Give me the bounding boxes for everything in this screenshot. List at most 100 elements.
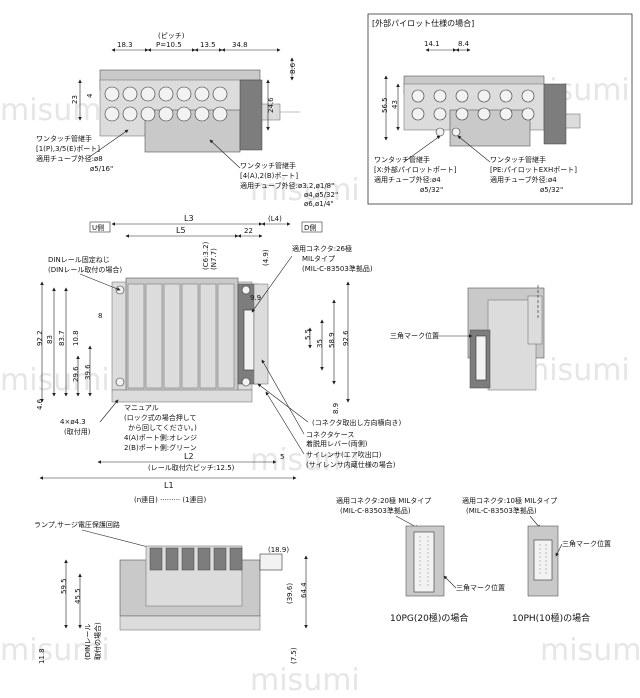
ext-dim-56-5: 56.5: [381, 97, 389, 113]
dim-10-8: 10.8: [72, 330, 80, 346]
ext-left-1: ワンタッチ管継手: [374, 155, 430, 164]
ext-left-4: ø5/32": [420, 186, 443, 194]
manual-label-4: 4(A)ポート側:オレンジ: [124, 433, 197, 442]
mount-holes: 4×ø4.3: [60, 418, 86, 426]
top-left-label-4: ø5/16": [90, 165, 113, 173]
dim-45-5: 45.5: [74, 588, 82, 604]
pitch-label: (ピッチ): [158, 32, 185, 40]
dim-c6: (C6:3.2): [202, 241, 210, 270]
c20-caption: 10PG(20極)の場合: [390, 612, 468, 624]
ext-right-3: 適用チューブ外径:ø4: [490, 175, 557, 184]
dim-8-6: 8.6: [289, 62, 297, 74]
manual-label-2: (ロック式の場合押して: [124, 413, 197, 422]
dim-n7: (N7.7): [210, 248, 218, 270]
ext-right-4: ø5/32": [540, 186, 563, 194]
right-label-1: (コネクタ取出し方向横向き): [312, 418, 401, 427]
dim-5-5: 5.5: [304, 329, 312, 340]
dim-34-8: 34.8: [232, 41, 248, 49]
dim-L2: L2: [184, 452, 194, 461]
connector-label-3: (MIL-C-83503準拠品): [302, 264, 373, 273]
top-view: 18.3 (ピッチ) P=10.5 13.5 34.8 23 4 8.6 24.…: [36, 32, 338, 208]
pitch-label-rail: (レール取付穴ピッチ:12.5): [148, 463, 235, 472]
lamp-label: ランプ,サージ電圧保護回路: [34, 520, 120, 529]
top-right-label-1: ワンタッチ管継手: [240, 161, 296, 170]
dim-L5: L5: [176, 226, 186, 235]
top-right-label-5: ø6,ø1/4": [304, 200, 334, 208]
stations-label: (n連目) ········· (1連目): [134, 495, 207, 504]
u-side-label: U側: [92, 223, 104, 232]
watermark: misumi: [540, 633, 640, 668]
top-left-label-1: ワンタッチ管継手: [36, 134, 92, 143]
ext-right-1: ワンタッチ管継手: [490, 155, 546, 164]
connector-label-1: 適用コネクタ:26極: [292, 244, 352, 253]
watermark: misumi: [250, 663, 360, 698]
c20-label-2: (MIL-C-83503準拠品): [340, 506, 411, 515]
external-pilot-title: [外部パイロット仕様の場合]: [372, 18, 474, 28]
bottom-view: (n連目) ········· (1連目) ランプ,サージ電圧保護回路 59.5…: [34, 495, 308, 664]
c20-triangle-label: 三角マーク位置: [456, 583, 505, 592]
c10-label-1: 適用コネクタ:10極 MILタイプ: [462, 496, 557, 505]
manual-label-5: 2(B)ポート側:グリーン: [124, 443, 197, 452]
pitch-value: P=10.5: [156, 41, 182, 49]
watermark: misumi: [520, 353, 630, 388]
external-pilot-box: [外部パイロット仕様の場合] 14.1 8.4 56.5 43 ワンタッチ管継手…: [367, 13, 633, 205]
dim-4: 4: [86, 93, 94, 98]
din-rail-label-1: (DINレール: [84, 624, 92, 660]
dim-L3: L3: [184, 214, 194, 223]
watermark: misumi: [0, 633, 110, 668]
ext-left-2: [X:外部パイロットポート]: [374, 165, 457, 174]
manual-label-3: から回してください。): [128, 424, 197, 432]
front-valves: [127, 283, 235, 389]
top-left-label-2: [1(P),3/5(E)ポート]: [36, 145, 100, 153]
mount-label: (取付用): [64, 427, 91, 436]
dim-4-9: (4.9): [262, 249, 270, 266]
dim-83-7: 83.7: [58, 330, 66, 346]
din-rail-label-2: 取付の場合): [93, 622, 102, 660]
right-label-2: コネクタケース: [306, 430, 354, 439]
top-right-label-4: ø4,ø5/32": [304, 191, 338, 199]
dim-92-2: 92.2: [36, 330, 44, 346]
side-view: 三角マーク位置: [390, 285, 545, 391]
dim-64-4: 64.4: [300, 582, 308, 598]
watermark: misumi: [0, 93, 110, 128]
dim-11-8: 11.8: [38, 648, 46, 664]
dim-58-9: 58.9: [328, 332, 336, 348]
dim-4-6: 4.6: [36, 398, 44, 410]
connector-label-2: MILタイプ: [302, 254, 335, 263]
top-ports: [104, 86, 228, 122]
dim-9-9: 9.9: [250, 294, 261, 302]
dim-7-5: (7.5): [290, 647, 298, 664]
c20-label-1: 適用コネクタ:20極 MILタイプ: [336, 496, 431, 505]
right-label-5: (サイレンサ内蔵仕様の場合): [306, 460, 396, 469]
dim-18-9: (18.9): [268, 546, 289, 554]
ext-right-2: [PE:パイロットEXHポート]: [490, 166, 577, 174]
watermark: misumi: [0, 363, 110, 398]
manual-label-1: マニュアル: [124, 404, 159, 412]
dim-8-9: 8.9: [332, 403, 340, 414]
dim-L4: (L4): [268, 215, 282, 223]
top-right-label-3: 適用チューブ外径:ø3.2,ø1/8": [240, 181, 334, 190]
top-right-label-2: [4(A),2(B)ポート]: [240, 172, 298, 180]
c10-triangle-label: 三角マーク位置: [562, 539, 611, 548]
dim-18-3: 18.3: [117, 41, 133, 49]
dim-8: 8: [98, 312, 102, 320]
dim-L1: L1: [164, 481, 174, 490]
dim-83: 83: [46, 335, 54, 344]
din-label-2: (DINレール取付の場合): [48, 265, 122, 274]
ext-left-3: 適用チューブ外径:ø4: [374, 175, 441, 184]
dim-13-5: 13.5: [200, 41, 216, 49]
front-view: U側 D側 L3 (L4) L5 22 (C6:3.2) (N7.7) (4.9…: [36, 214, 401, 490]
connectors: 適用コネクタ:20極 MILタイプ (MIL-C-83503準拠品) 10PG(…: [336, 496, 611, 624]
dim-39-6: 39.6: [84, 364, 92, 380]
ext-dim-43: 43: [391, 100, 399, 109]
dim-39-6b: (39.6): [286, 583, 294, 604]
dim-23: 23: [71, 95, 79, 104]
right-label-3: 着脱用レバー(両側): [306, 439, 368, 448]
dim-35: 35: [316, 339, 324, 348]
d-side-label: D側: [304, 223, 316, 232]
dim-22: 22: [244, 227, 253, 235]
dim-59-5: 59.5: [60, 578, 68, 594]
right-label-4: サイレンサ(エア吹出口): [306, 450, 382, 459]
dim-5: 5: [280, 453, 284, 461]
